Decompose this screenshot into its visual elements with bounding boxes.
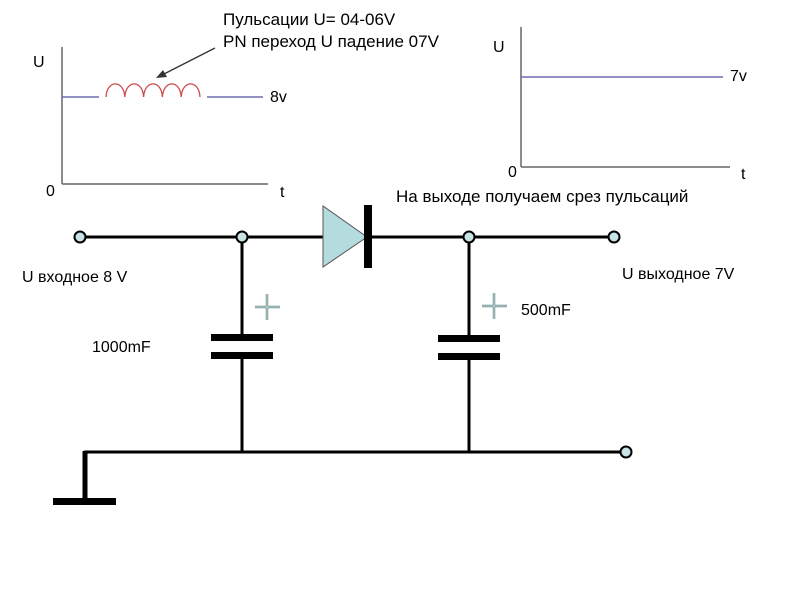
input-graph-x-label: t xyxy=(280,184,285,201)
junction-node-output xyxy=(462,230,476,244)
cap1-plus-icon xyxy=(255,294,280,320)
diode xyxy=(322,205,372,268)
cap2-plate-top xyxy=(438,335,500,342)
cap1-label: 1000mF xyxy=(92,339,151,356)
output-note: На выходе получаем срез пульсаций xyxy=(396,187,688,206)
ground-terminal[interactable] xyxy=(619,445,633,459)
ripple-annotation: Пульсации U= 04-06V xyxy=(223,10,396,29)
cap1-plate-top xyxy=(211,334,273,341)
capacitor-500mf: 500mF xyxy=(438,237,571,452)
cap2-plus-icon xyxy=(482,293,507,319)
output-level-label: 7v xyxy=(730,68,747,85)
input-graph-y-label: U xyxy=(33,54,45,71)
ground-symbol-icon xyxy=(53,498,116,505)
input-graph-origin-label: 0 xyxy=(46,183,55,200)
capacitor-1000mf: 1000mF xyxy=(92,237,280,452)
cap1-plate-bottom xyxy=(211,352,273,359)
input-voltage-graph: U 8v 0 t xyxy=(33,47,287,201)
input-terminal[interactable] xyxy=(73,230,87,244)
cap2-plate-bottom xyxy=(438,353,500,360)
output-voltage-label: U выходное 7V xyxy=(622,266,735,283)
ripple-waveform xyxy=(105,83,201,98)
annotation-arrow xyxy=(156,47,216,78)
output-graph-x-label: t xyxy=(741,166,746,183)
diode-cathode-bar xyxy=(364,205,372,268)
cap2-label: 500mF xyxy=(521,302,571,319)
rectifier-circuit: 1000mF 500mF U входное 8 V U xyxy=(22,205,735,505)
output-terminal[interactable] xyxy=(607,230,621,244)
input-level-label: 8v xyxy=(270,89,287,106)
output-graph-y-label: U xyxy=(493,39,505,56)
output-graph-origin-label: 0 xyxy=(508,164,517,181)
diode-anode-triangle xyxy=(322,205,368,268)
output-voltage-graph: U 7v 0 t xyxy=(493,27,747,183)
input-voltage-label: U входное 8 V xyxy=(22,269,128,286)
junction-node-input xyxy=(235,230,249,244)
pn-drop-annotation: PN переход U падение 07V xyxy=(223,32,440,51)
